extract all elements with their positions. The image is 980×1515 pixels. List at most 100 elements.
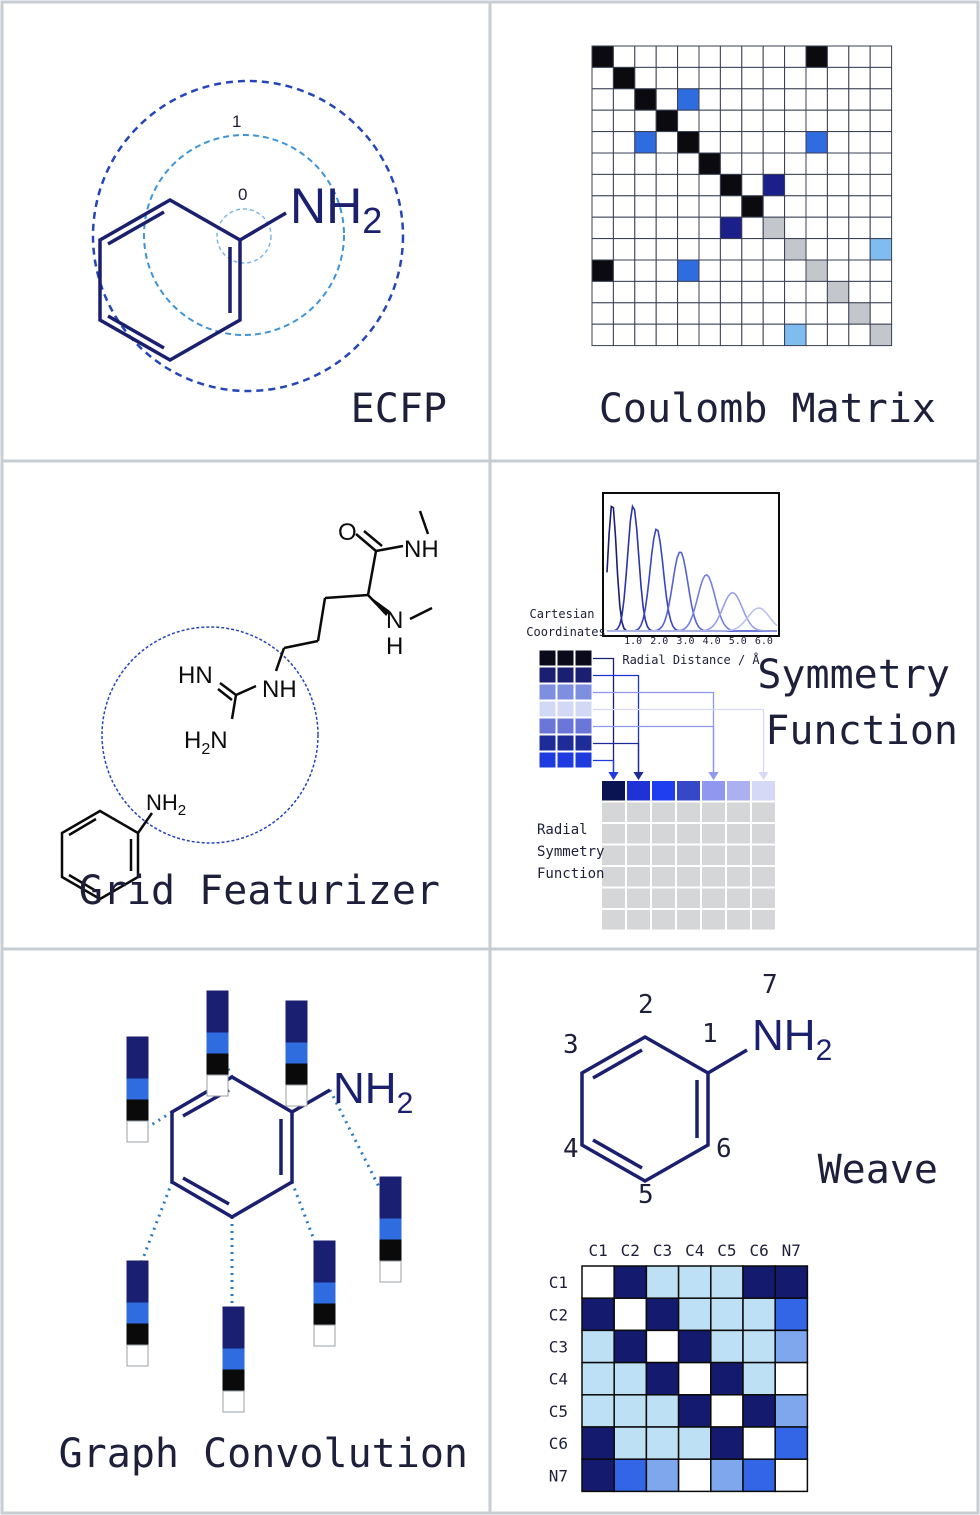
methylamine-h: H — [386, 633, 403, 660]
weave-cell — [581, 1426, 615, 1460]
cartesian-line2: Coordinates — [526, 625, 605, 639]
gc-amine-sub: 2 — [397, 1087, 414, 1120]
h2n-sub: 2 — [201, 741, 210, 758]
rsf-cell — [752, 910, 775, 930]
coulomb-cell — [655, 88, 679, 111]
weave-column-header: C6 — [749, 1241, 768, 1260]
coulomb-cell — [655, 45, 679, 68]
coulomb-cell — [848, 173, 871, 197]
gaussian-plot-frame — [602, 492, 780, 637]
rsf-cell — [652, 845, 675, 865]
coulomb-cell — [741, 216, 764, 240]
coulomb-cell — [784, 323, 807, 347]
coulomb-cell — [805, 323, 828, 347]
aniline-amine: NH2 — [146, 790, 186, 819]
feature-cell — [206, 1032, 229, 1055]
weave-cell — [645, 1458, 680, 1493]
connector-line — [290, 1181, 318, 1246]
coulomb-cell — [698, 152, 721, 175]
coulomb-cell — [655, 280, 679, 304]
radial-line2: Symmetry — [537, 844, 604, 860]
feature-cell — [313, 1303, 336, 1326]
atom-number-1: 1 — [702, 1019, 718, 1049]
aniline-ring — [60, 809, 154, 901]
rsf-cell — [752, 824, 775, 844]
weave-cell — [774, 1394, 809, 1428]
weave-cell — [645, 1265, 680, 1299]
weave-cell — [710, 1361, 744, 1396]
methylamine-n: N — [386, 607, 403, 634]
x-tick-label: 2.0 — [650, 636, 668, 647]
carbonyl-o: O — [338, 519, 357, 546]
coulomb-cell — [719, 88, 743, 111]
benzene-ring — [98, 197, 287, 363]
rsf-cell — [752, 867, 775, 887]
coulomb-cell — [612, 216, 636, 240]
coulomb-cell — [677, 152, 700, 175]
coulomb-cell — [805, 280, 828, 304]
rsf-cell — [677, 802, 700, 822]
coulomb-cell — [634, 109, 657, 133]
coulomb-cell — [762, 259, 786, 282]
coulomb-cell — [591, 109, 614, 133]
rsf-cell — [752, 888, 775, 908]
coulomb-cell — [869, 45, 893, 68]
feature-cell — [285, 1042, 308, 1065]
coulomb-cell — [591, 238, 614, 261]
rsf-header-cell — [677, 781, 700, 801]
coulomb-cell — [826, 323, 850, 347]
weave-column-header: C1 — [588, 1241, 607, 1260]
coulomb-cell — [805, 173, 828, 197]
coulomb-cell — [634, 173, 657, 197]
feature-cell — [313, 1324, 336, 1347]
coulomb-cell — [634, 280, 657, 304]
coulomb-cell — [698, 66, 721, 90]
ecfp-radius-circles — [91, 79, 405, 393]
grid-featurizer-label: Grid Featurizer — [79, 868, 440, 914]
coulomb-cell — [762, 302, 786, 325]
coulomb-cell — [612, 45, 636, 68]
weave-cell — [677, 1329, 712, 1364]
coulomb-cell — [784, 66, 807, 90]
weave-cell — [742, 1394, 776, 1428]
coulomb-cell — [805, 45, 828, 68]
coulomb-cell — [698, 109, 721, 133]
coulomb-cell — [634, 152, 657, 175]
feature-arrowhead — [758, 772, 769, 780]
coulomb-cell — [655, 302, 679, 325]
feature-cell — [126, 1057, 149, 1080]
coordinate-cell — [574, 717, 593, 735]
weave-cell — [581, 1361, 615, 1396]
coulomb-cell — [784, 195, 807, 218]
coulomb-cell — [826, 195, 850, 218]
coulomb-cell — [634, 323, 657, 347]
coulomb-cell — [848, 45, 871, 68]
weave-cell — [613, 1297, 648, 1332]
coulomb-cell — [805, 152, 828, 175]
coulomb-cell — [655, 195, 679, 218]
weave-cell — [710, 1394, 744, 1428]
coulomb-cell — [784, 280, 807, 304]
weave-cell — [677, 1265, 712, 1299]
coulomb-cell — [719, 323, 743, 347]
coulomb-cell — [741, 88, 764, 111]
rsf-cell — [627, 888, 650, 908]
coulomb-cell — [677, 259, 700, 282]
atom-number-7: 7 — [762, 970, 778, 1000]
coulomb-cell — [698, 195, 721, 218]
coordinate-cell — [574, 666, 593, 684]
amine-nh: NH — [290, 178, 362, 234]
coordinate-cell — [556, 717, 575, 735]
amide-nh: NH — [404, 536, 439, 563]
coulomb-cell — [826, 131, 850, 154]
rsf-cell — [702, 824, 725, 844]
coordinate-cell — [574, 734, 593, 752]
coulomb-cell — [634, 238, 657, 261]
weave-cell — [645, 1329, 680, 1364]
feature-cell — [126, 1078, 149, 1101]
coulomb-cell — [762, 109, 786, 133]
weave-row-header: N7 — [549, 1466, 568, 1485]
coulomb-cell — [698, 216, 721, 240]
